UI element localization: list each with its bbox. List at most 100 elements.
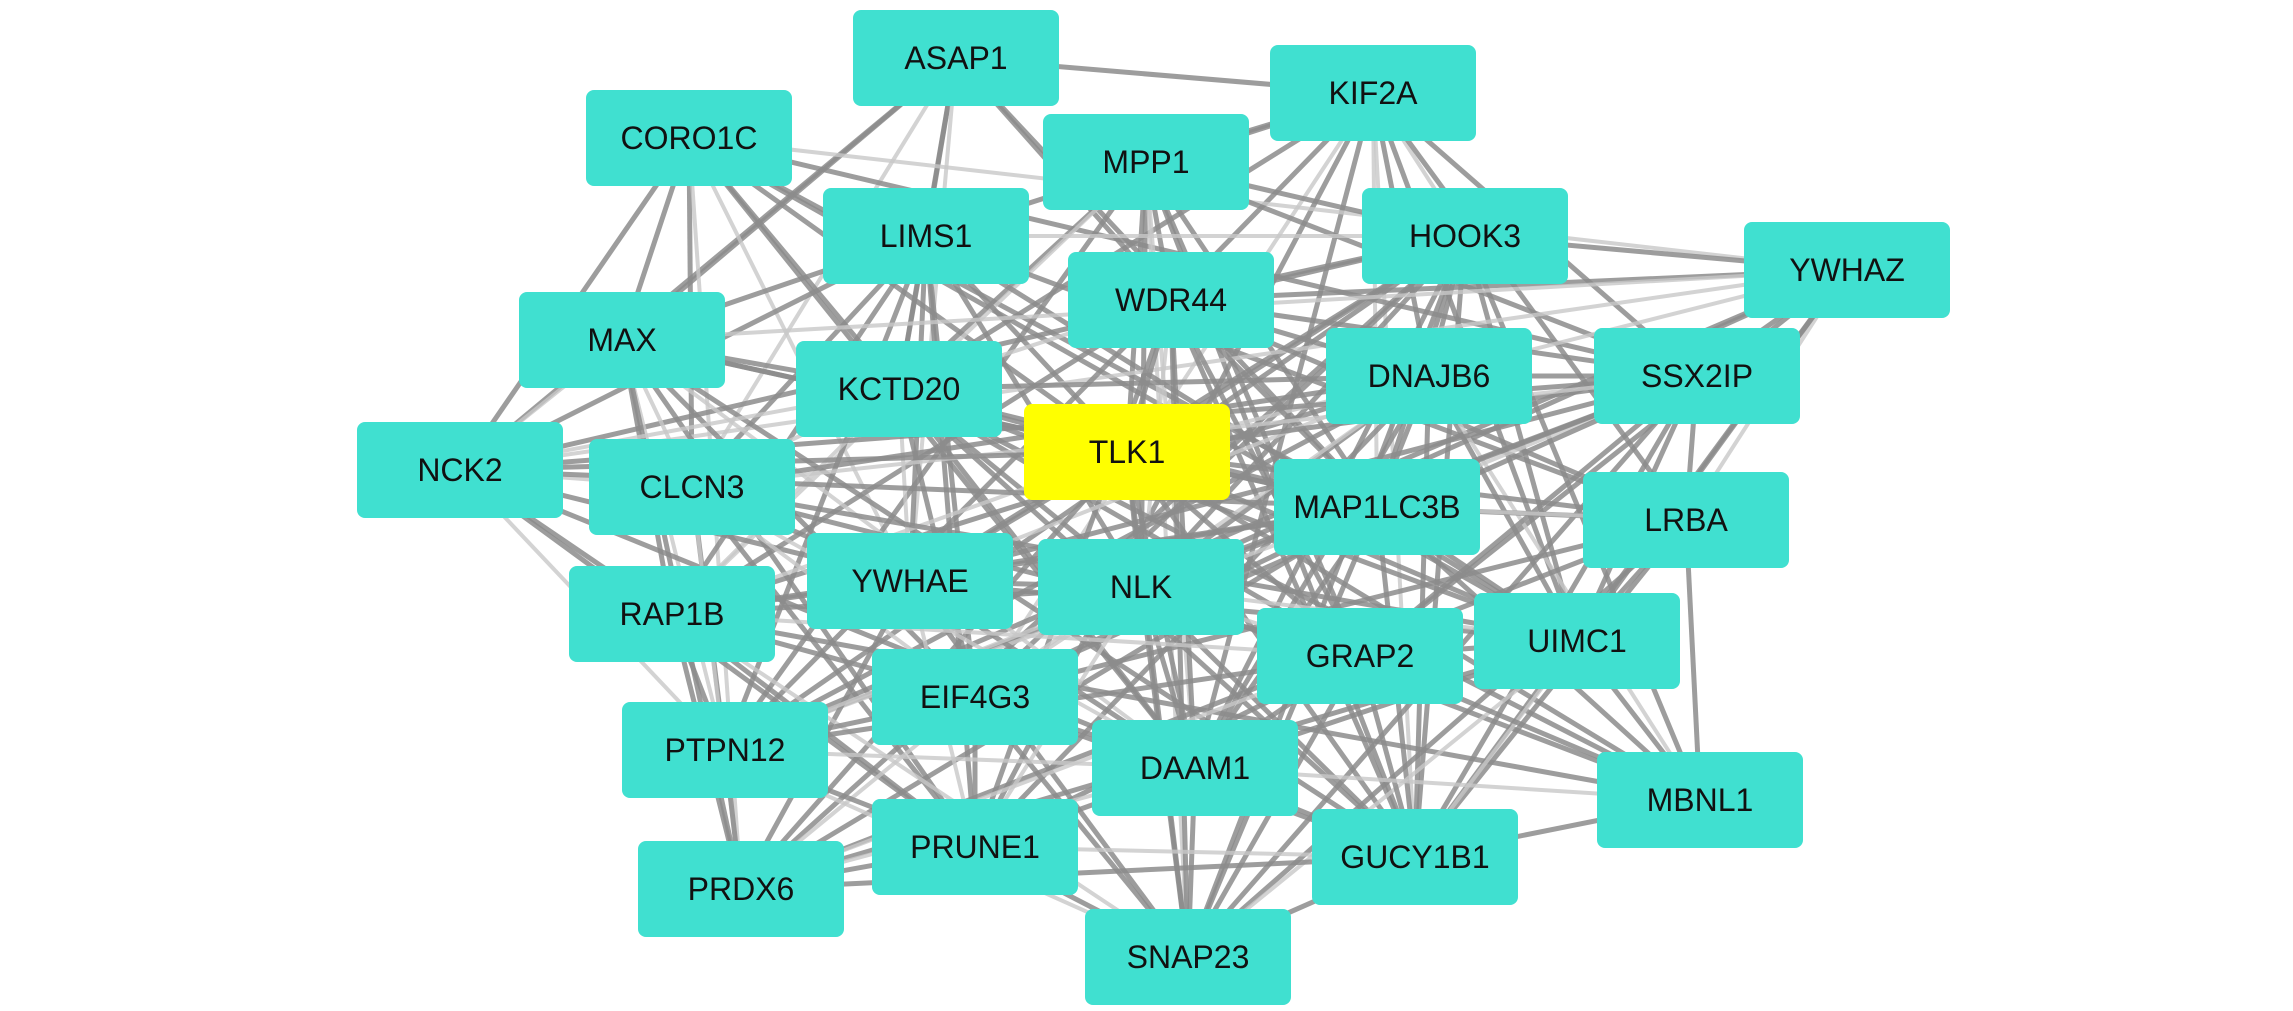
- node-label: UIMC1: [1527, 623, 1627, 659]
- node-gucy1b1[interactable]: GUCY1B1: [1312, 809, 1518, 905]
- node-label: PRUNE1: [910, 829, 1040, 865]
- node-label: RAP1B: [620, 596, 725, 632]
- node-nlk[interactable]: NLK: [1038, 539, 1244, 635]
- node-box[interactable]: [1594, 328, 1800, 424]
- edge-wdr44-gucy1b1: [1168, 298, 1418, 859]
- node-box[interactable]: [1474, 593, 1680, 689]
- node-wdr44[interactable]: WDR44: [1068, 252, 1274, 348]
- node-label: MPP1: [1102, 144, 1189, 180]
- node-box[interactable]: [1257, 608, 1463, 704]
- edge-coro1c-ywhaz: [688, 136, 1848, 272]
- node-label: YWHAE: [851, 563, 968, 599]
- node-rap1b[interactable]: RAP1B: [569, 566, 775, 662]
- node-label: CLCN3: [640, 469, 745, 505]
- node-label: WDR44: [1115, 282, 1227, 318]
- node-label: MAX: [587, 322, 656, 358]
- node-tlk1[interactable]: TLK1: [1024, 404, 1230, 500]
- node-label: CORO1C: [621, 120, 758, 156]
- node-box[interactable]: [589, 439, 795, 535]
- node-label: SSX2IP: [1641, 358, 1753, 394]
- node-box[interactable]: [1362, 188, 1568, 284]
- node-hook3[interactable]: HOOK3: [1362, 188, 1568, 284]
- edge-uimc1-snap23: [1186, 639, 1579, 959]
- node-box[interactable]: [1038, 539, 1244, 635]
- node-box[interactable]: [1085, 909, 1291, 1005]
- node-box[interactable]: [1068, 252, 1274, 348]
- node-box[interactable]: [357, 422, 563, 518]
- node-clcn3[interactable]: CLCN3: [589, 439, 795, 535]
- node-label: PTPN12: [665, 732, 786, 768]
- node-label: NCK2: [417, 452, 502, 488]
- node-box[interactable]: [638, 841, 844, 937]
- node-label: LIMS1: [880, 218, 972, 254]
- node-label: KCTD20: [838, 371, 961, 407]
- node-lims1[interactable]: LIMS1: [823, 188, 1029, 284]
- node-ssx2ip[interactable]: SSX2IP: [1594, 328, 1800, 424]
- node-kif2a[interactable]: KIF2A: [1270, 45, 1476, 141]
- node-map1lc3b[interactable]: MAP1LC3B: [1274, 459, 1480, 555]
- node-snap23[interactable]: SNAP23: [1085, 909, 1291, 1005]
- node-label: LRBA: [1644, 502, 1728, 538]
- node-prune1[interactable]: PRUNE1: [872, 799, 1078, 895]
- node-label: SNAP23: [1127, 939, 1250, 975]
- node-box[interactable]: [1092, 720, 1298, 816]
- node-box[interactable]: [569, 566, 775, 662]
- node-daam1[interactable]: DAAM1: [1092, 720, 1298, 816]
- node-eif4g3[interactable]: EIF4G3: [872, 649, 1078, 745]
- node-box[interactable]: [807, 533, 1013, 629]
- node-lrba[interactable]: LRBA: [1583, 472, 1789, 568]
- node-prdx6[interactable]: PRDX6: [638, 841, 844, 937]
- node-box[interactable]: [796, 341, 1002, 437]
- node-box[interactable]: [1312, 809, 1518, 905]
- node-label: GUCY1B1: [1340, 839, 1489, 875]
- node-max[interactable]: MAX: [519, 292, 725, 388]
- node-ywhae[interactable]: YWHAE: [807, 533, 1013, 629]
- node-label: NLK: [1110, 569, 1172, 605]
- node-label: DNAJB6: [1368, 358, 1491, 394]
- node-box[interactable]: [1326, 328, 1532, 424]
- node-box[interactable]: [1583, 472, 1789, 568]
- node-box[interactable]: [622, 702, 828, 798]
- node-box[interactable]: [1744, 222, 1950, 318]
- node-grap2[interactable]: GRAP2: [1257, 608, 1463, 704]
- node-label: YWHAZ: [1789, 252, 1905, 288]
- node-box[interactable]: [1597, 752, 1803, 848]
- edge-kif2a-lrba: [1370, 91, 1689, 522]
- node-label: DAAM1: [1140, 750, 1250, 786]
- edge-max-eif4g3: [620, 338, 977, 699]
- hub-node-box[interactable]: [1024, 404, 1230, 500]
- node-ptpn12[interactable]: PTPN12: [622, 702, 828, 798]
- node-mbnl1[interactable]: MBNL1: [1597, 752, 1803, 848]
- edge-rap1b-snap23: [670, 612, 1190, 959]
- node-dnajb6[interactable]: DNAJB6: [1326, 328, 1532, 424]
- node-ywhaz[interactable]: YWHAZ: [1744, 222, 1950, 318]
- node-label: HOOK3: [1409, 218, 1521, 254]
- node-asap1[interactable]: ASAP1: [853, 10, 1059, 106]
- node-mpp1[interactable]: MPP1: [1043, 114, 1249, 210]
- node-box[interactable]: [823, 188, 1029, 284]
- node-label: EIF4G3: [920, 679, 1030, 715]
- node-label: TLK1: [1089, 434, 1165, 470]
- node-box[interactable]: [872, 649, 1078, 745]
- node-box[interactable]: [1043, 114, 1249, 210]
- edge-coro1c-tlk1: [687, 135, 1129, 455]
- node-uimc1[interactable]: UIMC1: [1474, 593, 1680, 689]
- edge-grap2-prdx6: [740, 654, 1361, 891]
- node-box[interactable]: [1270, 45, 1476, 141]
- node-box[interactable]: [872, 799, 1078, 895]
- node-label: KIF2A: [1329, 75, 1419, 111]
- node-kctd20[interactable]: KCTD20: [796, 341, 1002, 437]
- node-label: MBNL1: [1647, 782, 1754, 818]
- node-box[interactable]: [853, 10, 1059, 106]
- edge-hook3-uimc1: [1462, 235, 1580, 642]
- node-box[interactable]: [1274, 459, 1480, 555]
- node-coro1c[interactable]: CORO1C: [586, 90, 792, 186]
- node-label: PRDX6: [688, 871, 795, 907]
- edge-clcn3-prune1: [690, 485, 977, 849]
- node-nck2[interactable]: NCK2: [357, 422, 563, 518]
- node-box[interactable]: [519, 292, 725, 388]
- node-label: MAP1LC3B: [1293, 489, 1460, 525]
- node-box[interactable]: [586, 90, 792, 186]
